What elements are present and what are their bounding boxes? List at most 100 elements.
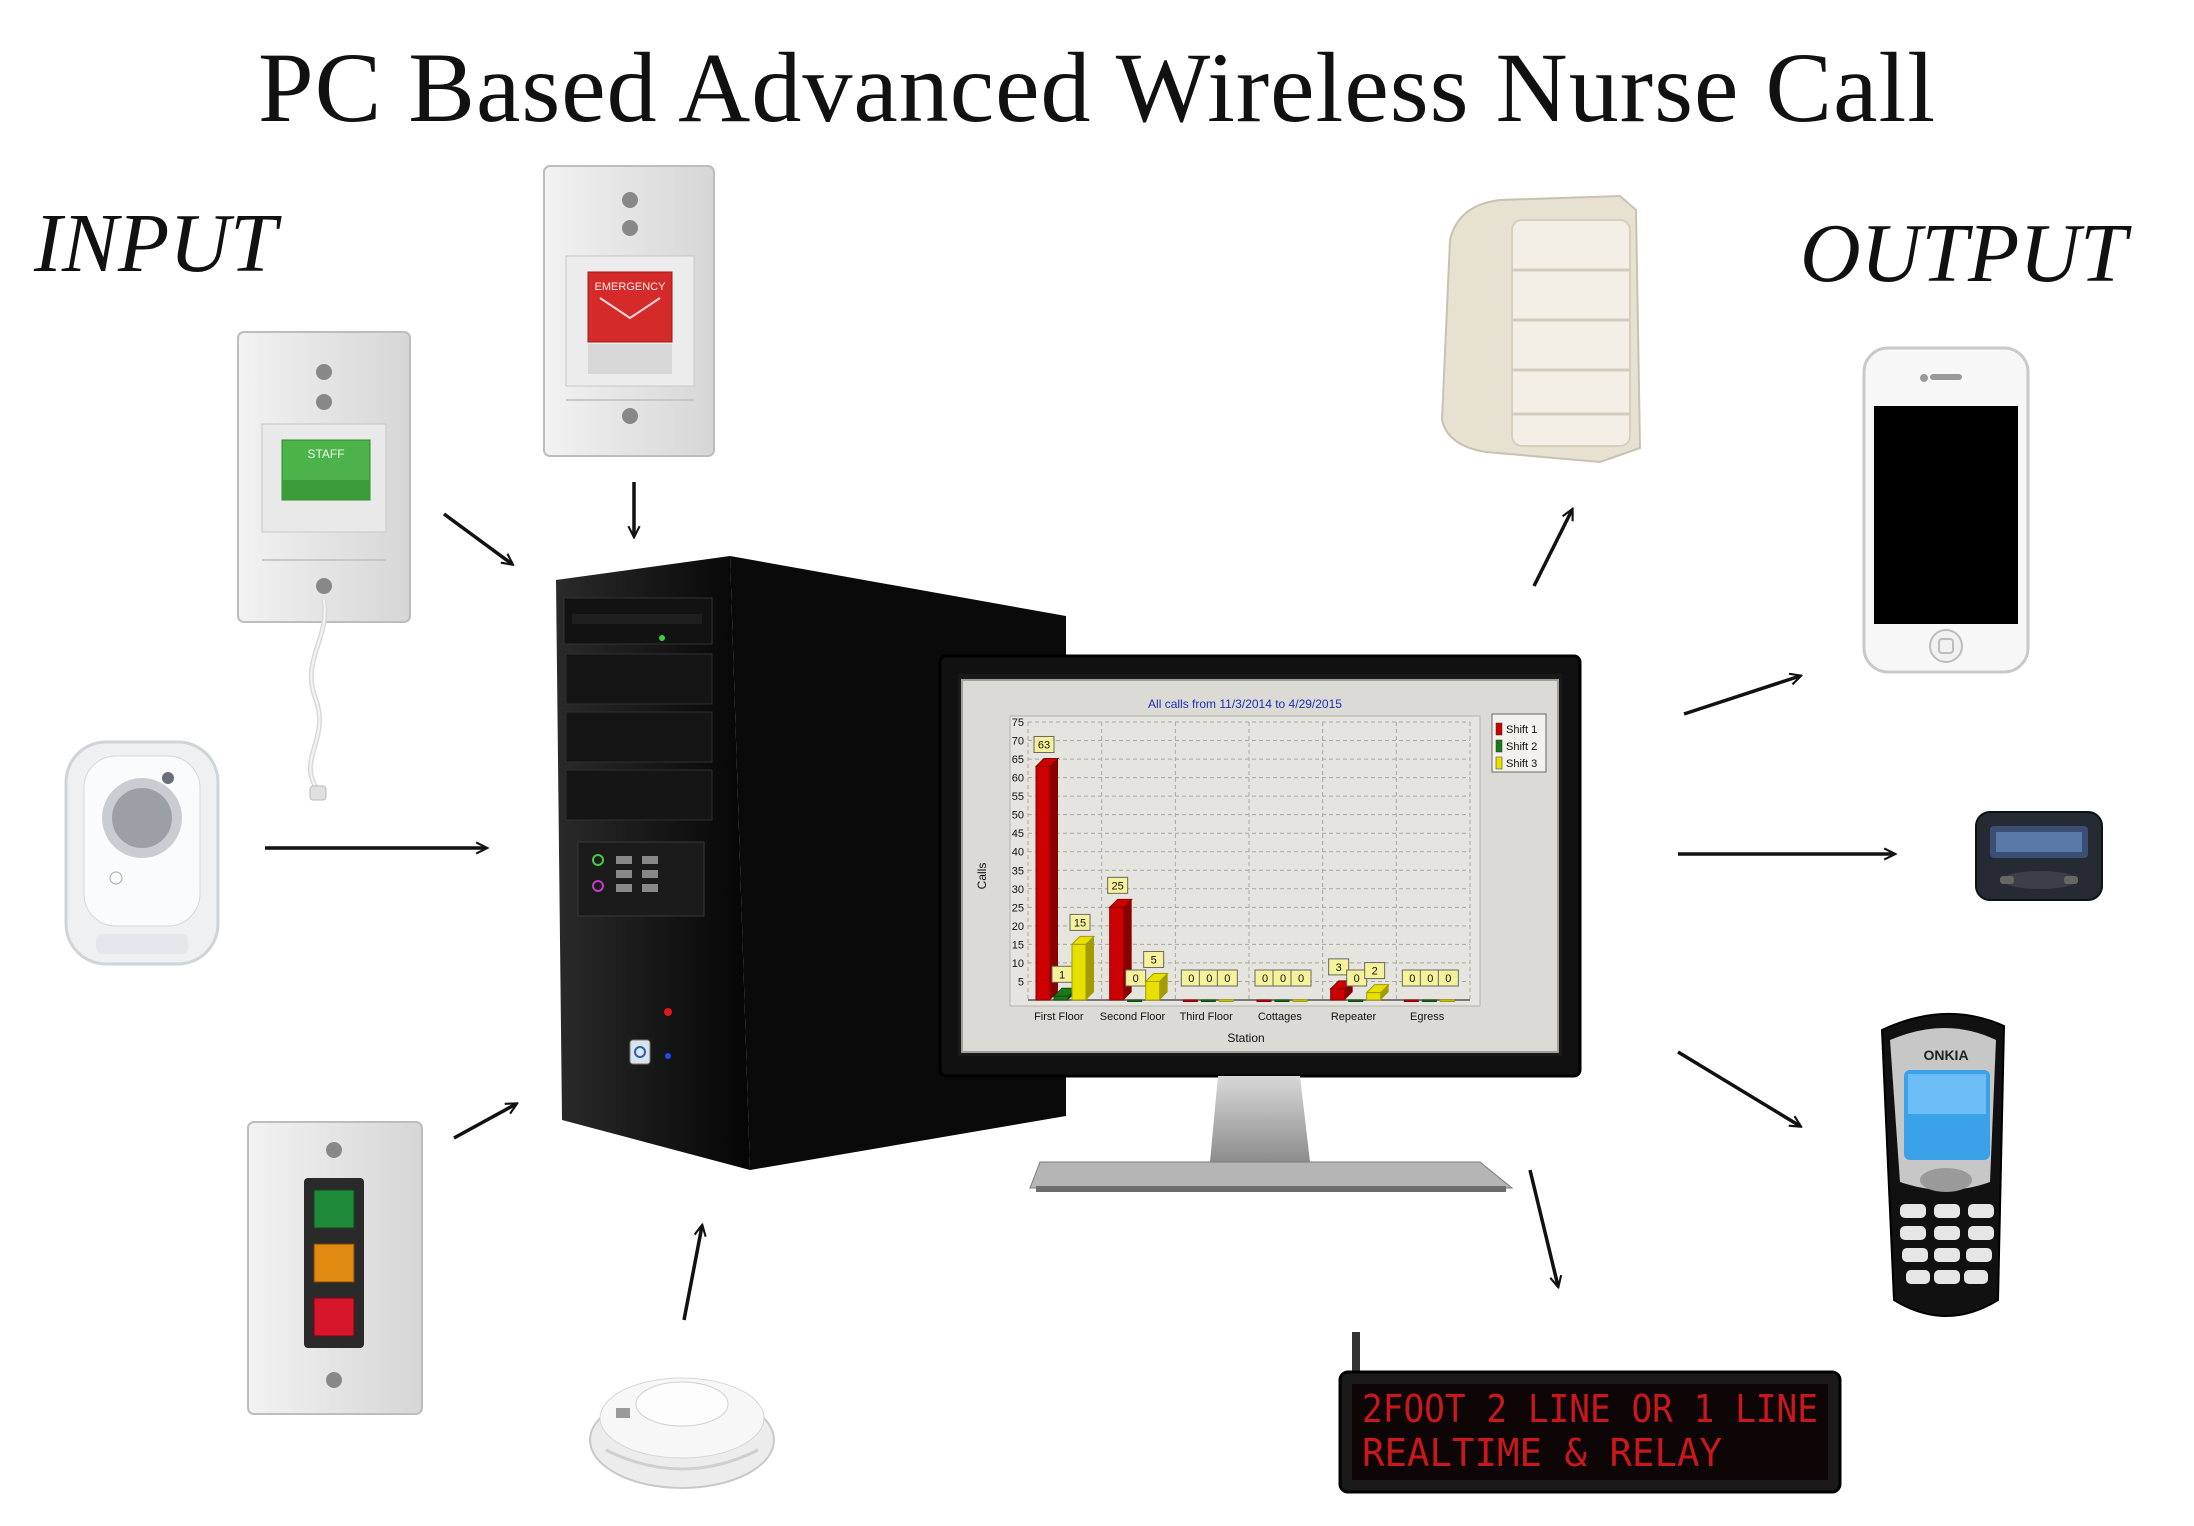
data-label: 15 (1074, 917, 1086, 929)
data-label-box (1328, 958, 1350, 976)
bar (1330, 988, 1346, 1001)
data-label: 63 (1038, 739, 1050, 751)
data-label: 0 (1409, 973, 1415, 985)
data-label: 1 (1059, 969, 1065, 981)
emergency-button-label: EMERGENCY (595, 281, 667, 293)
pager (1975, 811, 2103, 901)
data-label-box (1033, 735, 1055, 753)
y-tick-label: 45 (1012, 828, 1024, 840)
x-tick-label: Repeater (1331, 1011, 1377, 1023)
data-label: 25 (1112, 880, 1124, 892)
x-tick-label: Third Floor (1180, 1011, 1234, 1023)
bar-side (1086, 936, 1094, 1000)
phone-brand-label: ONKIA (1923, 1047, 1968, 1063)
led-sign-line1: 2FOOT 2 LINE OR 1 LINE (1362, 1387, 1818, 1431)
data-label: 0 (1298, 973, 1304, 985)
bar (1439, 999, 1455, 1002)
data-label: 5 (1151, 954, 1157, 966)
bar-side (1159, 973, 1168, 1000)
chart-grid (1027, 721, 1471, 1001)
data-label: 0 (1188, 973, 1194, 985)
calls-chart: All calls from 11/3/2014 to 4/29/2015 Ca… (961, 679, 1559, 1053)
data-label-box (1125, 969, 1147, 987)
led-sign: 2FOOT 2 LINE OR 1 LINE REALTIME & RELAY (1338, 1332, 1842, 1494)
legend-entry: Shift 1 (1506, 724, 1537, 736)
data-label-box (1216, 969, 1238, 987)
led-sign-line2: REALTIME & RELAY (1362, 1431, 1722, 1475)
y-tick-label: 25 (1012, 902, 1024, 914)
output-label: OUTPUT (1800, 207, 2127, 300)
y-tick-label: 75 (1012, 717, 1024, 729)
x-axis-label: Station (1227, 1031, 1264, 1045)
bar (1053, 995, 1069, 1001)
y-tick-label: 15 (1012, 939, 1024, 951)
strobe-speaker (1440, 194, 1642, 464)
chart-title: All calls from 11/3/2014 to 4/29/2015 (1148, 697, 1342, 711)
arrow-pc-to-led-sign (1528, 1169, 1558, 1286)
legend-swatch (1495, 739, 1503, 753)
emergency-button (587, 271, 673, 343)
amber-light (313, 1243, 355, 1283)
connection-arrows (265, 482, 1894, 1321)
data-label-box (1437, 969, 1459, 987)
emergency-pull-station: EMERGENCY (543, 165, 715, 457)
data-label: 0 (1445, 973, 1451, 985)
staff-pull-station: STAFF (237, 331, 411, 801)
data-label: 0 (1224, 973, 1230, 985)
data-label: 3 (1336, 962, 1342, 974)
staff-button-label: STAFF (307, 447, 344, 461)
bar (1292, 999, 1308, 1002)
data-label: 0 (1354, 973, 1360, 985)
y-tick-label: 40 (1012, 847, 1024, 859)
page-title: PC Based Advanced Wireless Nurse Call (257, 32, 1937, 143)
y-tick-label: 60 (1012, 773, 1024, 785)
green-light (313, 1189, 355, 1229)
y-tick-label: 55 (1012, 791, 1024, 803)
bar-side (1050, 758, 1058, 1000)
data-label: 0 (1280, 973, 1286, 985)
bar (1035, 765, 1051, 1001)
arrow-smoke-to-pc (682, 1226, 702, 1321)
bar (1218, 999, 1234, 1002)
bar (1182, 999, 1198, 1002)
cell-phone: ONKIA (1880, 1013, 2006, 1317)
indicator-light-station (247, 1121, 423, 1415)
data-label-box (1143, 950, 1165, 968)
arrow-pc-to-cellphone (1677, 1050, 1800, 1126)
input-label: INPUT (34, 197, 277, 290)
red-light (313, 1297, 355, 1337)
data-label-box (1290, 969, 1312, 987)
legend-swatch (1495, 722, 1503, 736)
bar (1403, 999, 1419, 1002)
y-tick-label: 30 (1012, 884, 1024, 896)
legend-entry: Shift 3 (1506, 758, 1537, 770)
front-ports (577, 841, 705, 917)
y-axis-label: Calls (975, 863, 989, 890)
y-tick-label: 35 (1012, 865, 1024, 877)
y-tick-label: 50 (1012, 810, 1024, 822)
bar (1256, 999, 1272, 1002)
bar (1348, 999, 1364, 1002)
arrow-staff-to-pc (442, 512, 512, 564)
x-tick-label: Cottages (1258, 1011, 1303, 1023)
x-tick-label: Second Floor (1100, 1011, 1166, 1023)
data-label-box (1107, 876, 1129, 894)
x-tick-label: Egress (1410, 1011, 1445, 1023)
arrow-pc-to-smartphone (1683, 676, 1800, 716)
bar (1071, 943, 1087, 1001)
y-tick-label: 20 (1012, 921, 1024, 933)
bar (1274, 999, 1290, 1002)
data-label: 0 (1206, 973, 1212, 985)
wireless-pendant (64, 740, 220, 966)
bar (1366, 992, 1382, 1001)
arrow-pc-to-strobe (1532, 510, 1572, 587)
data-label: 0 (1262, 973, 1268, 985)
y-tick-label: 5 (1018, 976, 1024, 988)
smoke-detector (589, 1377, 775, 1489)
legend-swatch (1495, 756, 1503, 770)
